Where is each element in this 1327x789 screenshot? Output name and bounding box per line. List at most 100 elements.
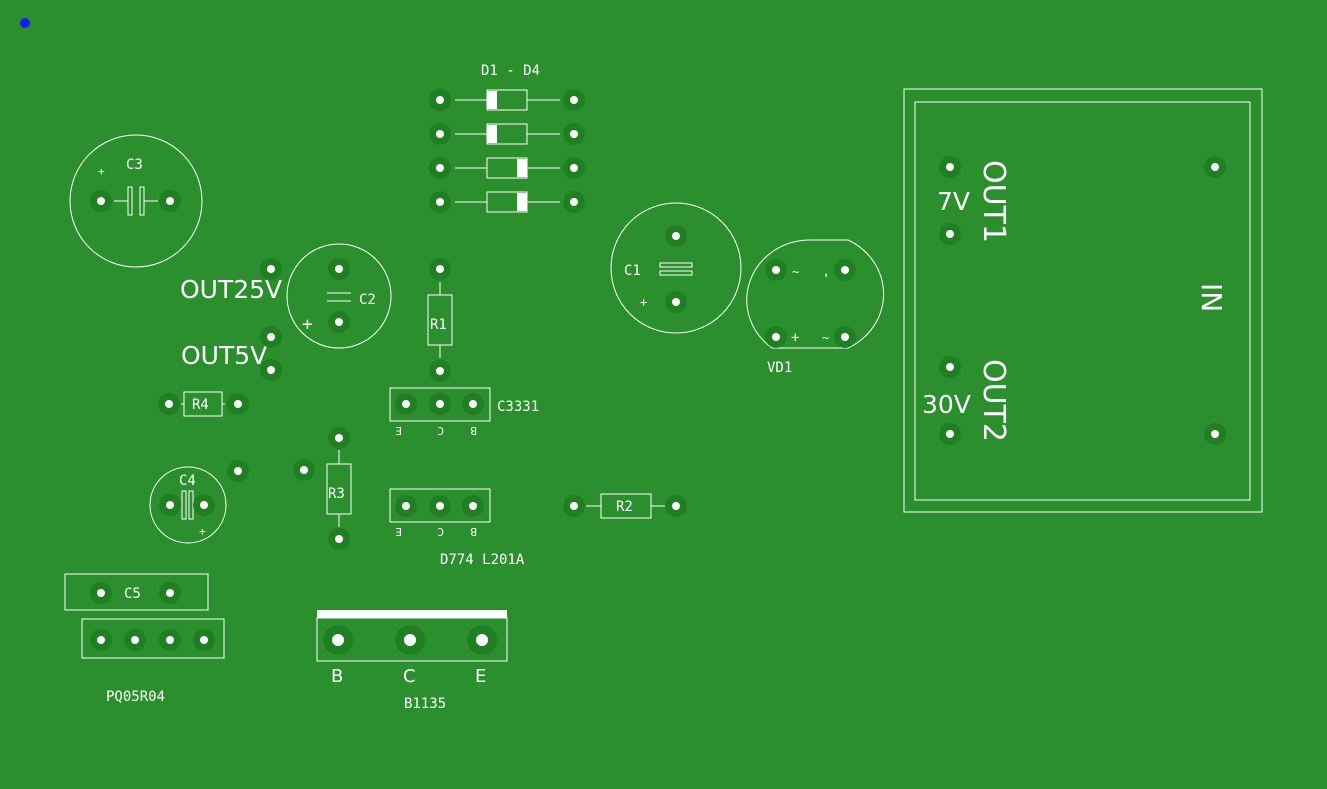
c3331-pin-e: E — [395, 424, 402, 437]
pad-hole — [97, 636, 105, 644]
pad-hole — [570, 164, 578, 172]
out2-label: OUT2 — [976, 359, 1011, 442]
pad-hole — [335, 434, 343, 442]
pad-hole — [436, 367, 444, 375]
pad-hole — [672, 502, 680, 510]
pad-hole — [436, 198, 444, 206]
out5v-label: OUT5V — [181, 341, 267, 370]
c4-plus: + — [199, 525, 206, 538]
r4-label: R4 — [192, 397, 209, 413]
pad-hole — [200, 501, 208, 509]
pad-hole — [234, 400, 242, 408]
pad-hole — [332, 634, 344, 646]
capacitor-c1: C1 + — [610, 202, 742, 334]
transformer-block: OUT1 7V OUT2 30V IN — [903, 88, 1263, 513]
pad-hole — [200, 636, 208, 644]
pad-hole — [1211, 163, 1219, 171]
pad-hole — [97, 197, 105, 205]
pad-hole — [402, 502, 410, 510]
pad-hole — [267, 333, 275, 341]
capacitor-c2: C2 + — [286, 243, 392, 349]
pad-hole — [570, 130, 578, 138]
vd1-label: VD1 — [767, 360, 792, 376]
pad-hole — [570, 502, 578, 510]
resistor-r3: R3 — [326, 450, 352, 527]
resistor-r4: R4 — [181, 391, 225, 417]
pad-hole — [267, 366, 275, 374]
pad-hole — [234, 467, 242, 475]
pad-hole — [772, 333, 780, 341]
d774-label: D774 L201A — [440, 552, 525, 568]
pad-hole — [946, 363, 954, 371]
pad-hole — [131, 636, 139, 644]
pad-hole — [335, 318, 343, 326]
pad-hole — [165, 400, 173, 408]
bridge-vd1: VD1 ~ - + ~ — [746, 239, 885, 376]
pad-hole — [772, 266, 780, 274]
pad-hole — [672, 298, 680, 306]
pad-hole — [97, 589, 105, 597]
r1-label: R1 — [430, 317, 447, 333]
c5-label: C5 — [124, 586, 141, 602]
b1135-pin-b: B — [331, 666, 343, 687]
diode-d3 — [455, 157, 560, 179]
pad-hole — [402, 400, 410, 408]
resistor-r2: R2 — [586, 493, 665, 519]
diode-d4 — [455, 191, 560, 213]
diodes-label: D1 - D4 — [481, 63, 540, 79]
pad-hole — [946, 430, 954, 438]
c4-label: C4 — [179, 473, 196, 489]
c3331-pin-c: C — [437, 424, 444, 437]
c2-label: C2 — [359, 292, 376, 308]
transistor-b1135: B C E B1135 — [316, 610, 508, 712]
c1-label: C1 — [624, 263, 641, 279]
c3331-pin-b: B — [470, 424, 477, 437]
pad-hole — [436, 130, 444, 138]
vd1-plus: + — [791, 330, 799, 346]
transistor-c3331: C3331 E C B — [389, 387, 539, 437]
pq05r04-label: PQ05R04 — [106, 689, 165, 705]
pad-hole — [300, 466, 308, 474]
pad-hole — [166, 636, 174, 644]
diode-d1 — [455, 89, 560, 111]
pad-hole — [436, 502, 444, 510]
resistor-r1: R1 — [427, 282, 453, 358]
pad-hole — [267, 265, 275, 273]
transistor-d774: D774 L201A E C B — [389, 488, 525, 568]
r3-label: R3 — [328, 486, 345, 502]
pads — [90, 89, 1226, 655]
out1-label: OUT1 — [976, 160, 1011, 243]
pad-hole — [335, 535, 343, 543]
capacitor-c5: C5 — [64, 573, 209, 611]
diodes-d1-d4: D1 - D4 — [455, 63, 560, 213]
pad-hole — [335, 265, 343, 273]
b1135-label: B1135 — [404, 696, 446, 712]
capacitor-c3: C3 + — [69, 134, 203, 268]
pad-hole — [570, 198, 578, 206]
diode-d2 — [455, 123, 560, 145]
d774-pin-c: C — [437, 525, 444, 538]
pad-hole — [469, 400, 477, 408]
v30-label: 30V — [922, 390, 971, 419]
d774-pin-e: E — [395, 525, 402, 538]
pad-hole — [672, 232, 680, 240]
d774-pin-b: B — [470, 525, 477, 538]
pad-hole — [436, 96, 444, 104]
in-label: IN — [1195, 283, 1228, 312]
out25v-label: OUT25V — [180, 275, 282, 304]
c3-plus: + — [98, 165, 105, 178]
pad-hole — [841, 333, 849, 341]
pad-hole — [469, 502, 477, 510]
capacitor-c4: C4 + — [149, 466, 227, 544]
pad-hole — [166, 197, 174, 205]
vd1-ac2: ~ — [822, 331, 829, 345]
pad-hole — [841, 266, 849, 274]
pad-hole — [476, 634, 488, 646]
c3331-label: C3331 — [497, 399, 539, 415]
pad-hole — [436, 164, 444, 172]
v7-label: 7V — [937, 187, 970, 216]
b1135-pin-e: E — [475, 666, 486, 687]
regulator-pq05r04: PQ05R04 — [81, 618, 225, 705]
vd1-ac1: ~ — [792, 265, 799, 279]
